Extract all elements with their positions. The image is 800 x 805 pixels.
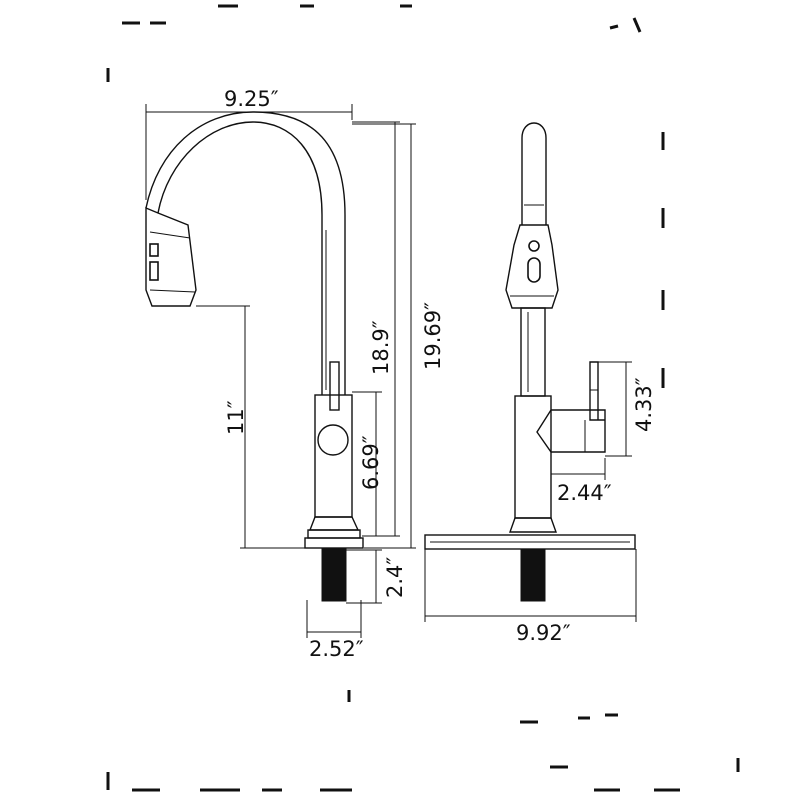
spout-reach-label: 9.25″ (224, 87, 279, 111)
sprayhead-side (145, 206, 197, 307)
shank-length-label: 2.4″ (383, 557, 407, 598)
body-height-label: 6.69″ (359, 435, 383, 490)
faucet-front-view (424, 122, 636, 602)
handle-front (536, 361, 606, 453)
base-diameter-label: 2.52″ (309, 637, 364, 661)
deck-clearance-label: 11″ (224, 400, 248, 435)
spout-height-label: 18.9″ (369, 320, 393, 375)
spout-front (521, 122, 547, 225)
faucet-body-side (314, 394, 353, 518)
deck-plate-width-label: 9.92″ (516, 621, 571, 645)
faucet-side-view (145, 111, 364, 602)
handle-reach-label: 2.44″ (557, 481, 612, 505)
sprayhead-front (505, 224, 559, 309)
handle-height-label: 4.33″ (632, 377, 656, 432)
dimension-lines-right (424, 361, 637, 622)
spray-button-side (149, 243, 159, 257)
handle-lever-side (329, 361, 340, 411)
faucet-body-front (514, 395, 552, 519)
deck-plate-side (304, 537, 364, 549)
total-height-label: 19.69″ (421, 302, 445, 370)
handle-hub-side (317, 424, 349, 456)
shank-front (520, 548, 546, 602)
shank-side (321, 547, 347, 602)
scan-artifacts (106, 4, 740, 792)
dimension-lines-left (145, 104, 416, 638)
spray-button-front (528, 240, 540, 252)
base-collar-side (308, 516, 360, 531)
